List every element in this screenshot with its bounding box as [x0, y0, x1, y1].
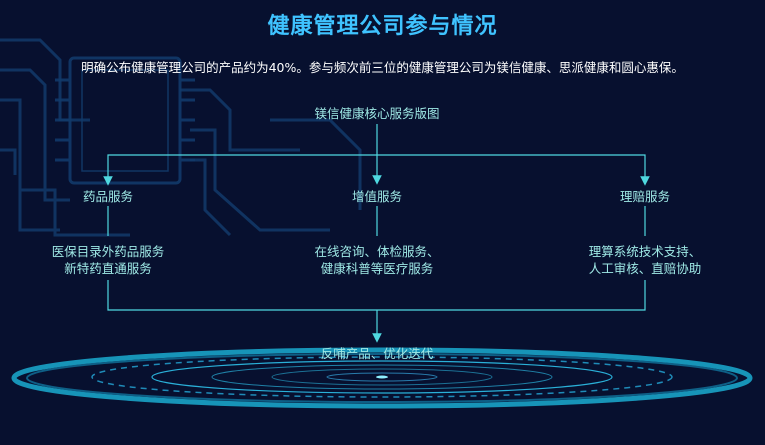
detail-line: 新特药直通服务	[64, 261, 152, 276]
detail-line: 在线咨询、体检服务、	[314, 244, 440, 259]
detail-line: 健康科普等医疗服务	[320, 261, 434, 276]
ring-platform	[11, 347, 753, 409]
root-node: 镁信健康核心服务版图	[314, 106, 440, 121]
branch-node-drug: 药品服务	[82, 189, 133, 204]
outcome-node: 反哺产品、优化迭代	[320, 346, 434, 361]
page-title: 健康管理公司参与情况	[267, 14, 498, 39]
detail-node-drug: 医保目录外药品服务 新特药直通服务	[28, 243, 188, 277]
top-bus	[107, 154, 646, 180]
chip-outline	[55, 56, 195, 185]
branch-node-claims: 理赔服务	[619, 189, 670, 204]
detail-line: 人工审核、直赔协助	[588, 261, 702, 276]
bottom-bus	[107, 280, 646, 311]
detail-line: 理算系统技术支持、	[588, 244, 702, 259]
detail-node-claims: 理算系统技术支持、 人工审核、直赔协助	[560, 243, 730, 277]
branch-node-value-added: 增值服务	[351, 189, 402, 204]
detail-node-value-added: 在线咨询、体检服务、 健康科普等医疗服务	[292, 243, 462, 277]
page-subtitle: 明确公布健康管理公司的产品约为40%。参与频次前三位的健康管理公司为镁信健康、思…	[81, 60, 684, 75]
detail-line: 医保目录外药品服务	[51, 244, 165, 259]
circuit-pattern	[0, 38, 362, 237]
